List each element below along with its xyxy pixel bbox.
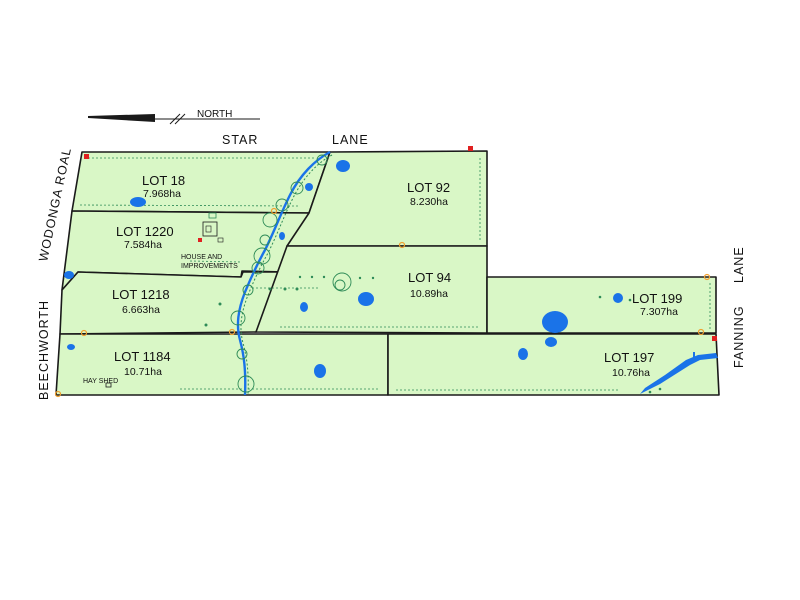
creek-lot197 — [640, 353, 718, 394]
lot-labels: LOT 18 7.968ha LOT 1220 7.584ha LOT 1218… — [112, 173, 682, 379]
creek-corridor — [230, 150, 352, 396]
hay-shed-label: HAY SHED — [83, 378, 118, 385]
lot-199-area: 7.307ha — [640, 306, 678, 318]
dam-lot18 — [130, 197, 146, 207]
lot-1218-name: LOT 1218 — [112, 287, 170, 302]
house-label-line1: HOUSE AND — [181, 254, 222, 261]
dam-lot94 — [358, 292, 374, 306]
house-improvements — [202, 212, 224, 243]
lot-18-name: LOT 18 — [142, 173, 185, 188]
survey-pegs — [54, 146, 717, 398]
lot-94-area: 10.89ha — [410, 288, 448, 300]
fence-lines — [79, 157, 711, 391]
lot-1218-parcel — [59, 271, 288, 335]
lot-92-area: 8.230ha — [410, 196, 448, 208]
lot-197-area: 10.76ha — [612, 367, 650, 379]
lot-polygons — [55, 150, 720, 396]
dam-lot197 — [518, 348, 528, 360]
lot-18-area: 7.968ha — [143, 188, 181, 200]
lot-18-parcel — [71, 151, 331, 214]
road-label-star-lane: LANE — [332, 133, 369, 147]
dam-lot199-south — [545, 337, 557, 347]
lot-1184-area: 10.71ha — [124, 366, 162, 378]
lot-197-name: LOT 197 — [604, 350, 654, 365]
house-label-line2: IMPROVEMENTS — [181, 263, 238, 270]
water-bodies — [64, 160, 718, 394]
north-label: NORTH — [197, 109, 232, 120]
lot-1220-area: 7.584ha — [124, 239, 162, 251]
road-label-beechworth: BEECHWORTH — [37, 300, 51, 400]
lot-1218-area: 6.663ha — [122, 304, 160, 316]
dam-lot1218 — [300, 302, 308, 312]
lot-1184-name: LOT 1184 — [114, 349, 171, 364]
vegetation-dots — [204, 275, 662, 394]
north-arrow: NORTH — [88, 109, 260, 125]
dam-creek-upper — [305, 183, 313, 191]
road-label-fanning: FANNING — [732, 305, 746, 368]
lot-199-name: LOT 199 — [632, 291, 682, 306]
hay-shed-symbol — [105, 382, 112, 388]
dam-beechworth — [64, 271, 74, 279]
lot-1220-name: LOT 1220 — [116, 224, 174, 239]
dam-lot92 — [336, 160, 350, 172]
lot-197-parcel — [387, 333, 720, 396]
dam-lot199-small — [613, 293, 623, 303]
lot-94-name: LOT 94 — [408, 270, 451, 285]
dam-lot1184-west — [67, 344, 75, 350]
lot-92-name: LOT 92 — [407, 180, 450, 195]
dam-lot1184 — [314, 364, 326, 378]
road-label-star: STAR — [222, 133, 258, 147]
dam-lot1220 — [279, 232, 285, 240]
lot-94-parcel — [255, 245, 488, 334]
road-label-fanning-lane: LANE — [732, 246, 746, 283]
dam-lot199-large — [542, 311, 568, 333]
